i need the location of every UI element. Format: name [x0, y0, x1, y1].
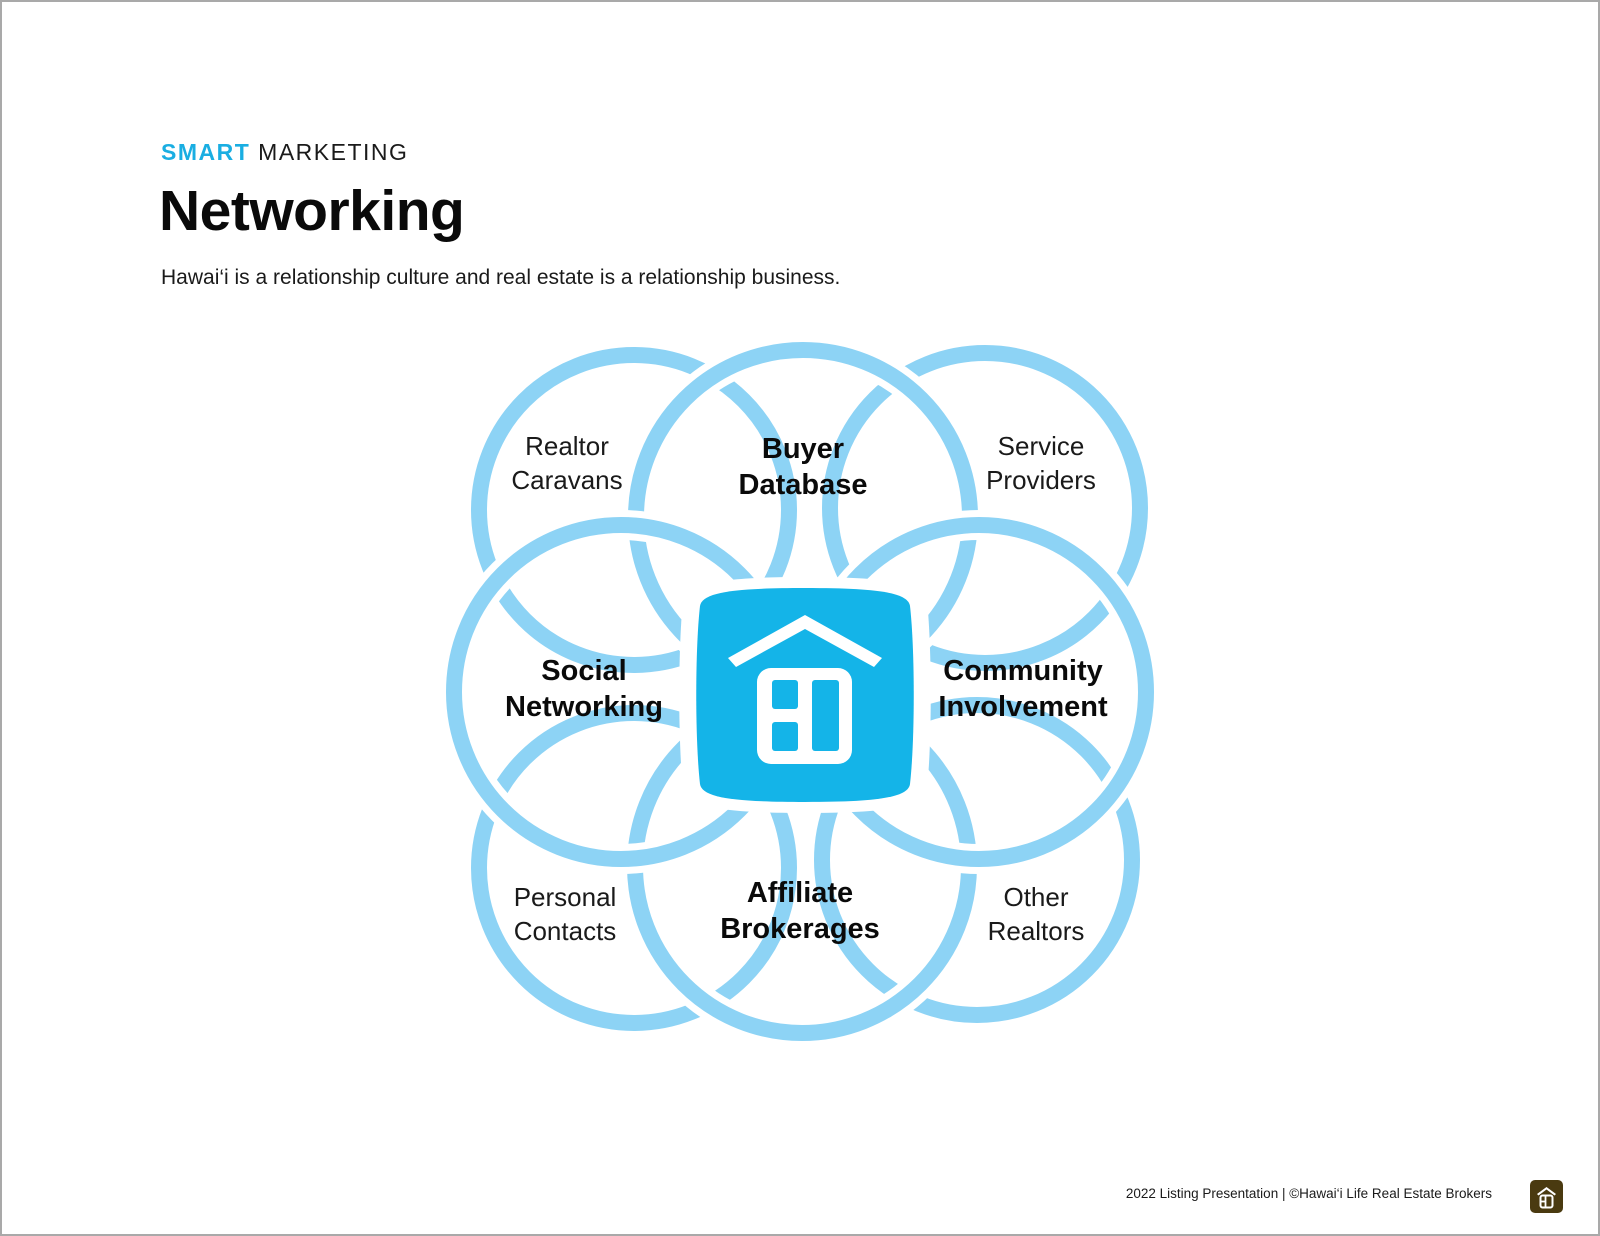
ring-other-realtors	[814, 697, 1140, 1023]
node-label-line: Providers	[986, 465, 1096, 495]
node-affiliate-brokerages: Affiliate Brokerages	[720, 875, 880, 947]
node-label-line: Service	[997, 431, 1085, 461]
ring-service-providers	[822, 345, 1148, 671]
section-kicker: SMART MARKETING	[161, 139, 408, 166]
node-realtor-caravans: Realtor Caravans	[511, 429, 622, 497]
node-label-line: Community	[943, 655, 1103, 687]
page-subtitle: Hawai‘i is a relationship culture and re…	[161, 266, 841, 289]
ring-personal-contacts-stroke	[471, 705, 797, 1031]
house-logo-icon	[728, 615, 882, 764]
node-label-line: Social	[541, 655, 627, 687]
ring-other-realtors-stroke	[814, 697, 1140, 1023]
ring-realtor-caravans-stroke	[471, 347, 797, 673]
node-community-involvement: Community Involvement	[938, 653, 1107, 725]
node-other-realtors: Other Realtors	[988, 880, 1085, 948]
node-label-line: Networking	[505, 691, 663, 723]
node-label-line: Contacts	[513, 916, 617, 946]
node-social-networking: Social Networking	[505, 653, 663, 725]
node-label-line: Affiliate	[746, 877, 854, 909]
ring-personal-contacts	[471, 705, 797, 1031]
node-label-line: Personal	[513, 882, 617, 912]
node-service-providers: Service Providers	[986, 429, 1096, 497]
node-label-line: Database	[738, 469, 868, 501]
ring-service-providers-stroke	[822, 345, 1148, 671]
node-label-line: Buyer	[761, 433, 845, 465]
node-buyer-database: Buyer Database	[739, 431, 868, 503]
hub	[679, 577, 931, 813]
footer-logo-icon	[1530, 1180, 1563, 1213]
ring-realtor-caravans	[471, 347, 797, 673]
node-label-line: Caravans	[511, 465, 623, 495]
kicker-accent: SMART	[161, 139, 251, 165]
node-label-line: Involvement	[938, 691, 1108, 723]
node-label-line: Realtor	[525, 431, 609, 461]
page-title: Networking	[159, 179, 465, 243]
footer-text: 2022 Listing Presentation | ©Hawai‘i Lif…	[1125, 1186, 1492, 1201]
node-label-line: Realtors	[987, 916, 1085, 946]
kicker-rest: MARKETING	[250, 139, 409, 165]
node-personal-contacts: Personal Contacts	[514, 880, 617, 948]
node-label-line: Brokerages	[720, 913, 880, 945]
node-label-line: Other	[1003, 882, 1069, 912]
